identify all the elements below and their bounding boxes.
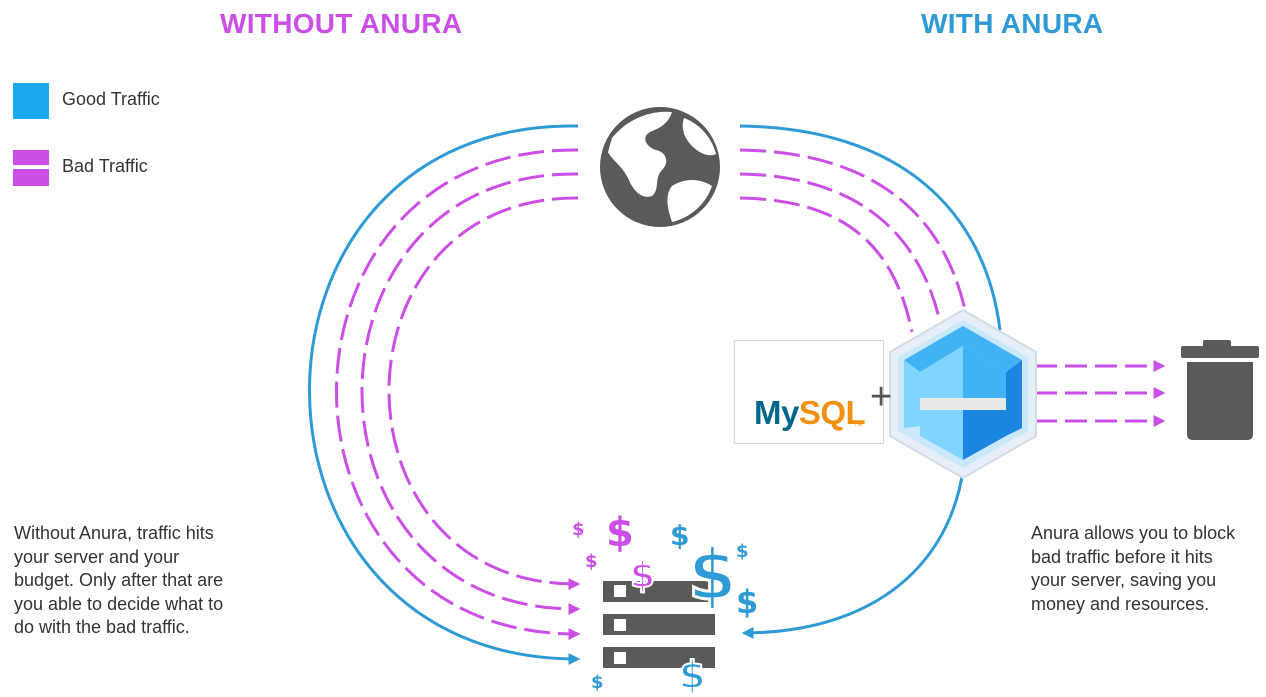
with-anura-heading: WITH ANURA — [921, 8, 1104, 39]
bad-traffic-arc-left-3 — [387, 196, 581, 591]
bad-traffic-arc-left-2 — [360, 172, 581, 616]
mysql-wordmark: MySQL — [754, 394, 866, 431]
legend-good-swatch — [13, 83, 49, 119]
bad-traffic-arc-right-1 — [739, 148, 970, 326]
without-anura-heading: WITHOUT ANURA — [220, 8, 463, 39]
dollar-icon: $ — [736, 541, 749, 562]
good-traffic-arc-right-bottom — [741, 469, 965, 639]
dollar-icon: $ — [572, 519, 585, 540]
dollar-icon: $ — [736, 583, 759, 621]
trash-icon — [1181, 340, 1259, 440]
anura-logo-icon — [889, 308, 1037, 480]
dollar-icon: $ — [585, 551, 598, 572]
bad-traffic-arc-right-3 — [739, 196, 914, 333]
with-anura-description: Anura allows you to block bad traffic be… — [1031, 523, 1236, 614]
bad-traffic-arc-right-2 — [739, 172, 942, 323]
good-traffic-arc-left — [308, 124, 581, 666]
bad-traffic-arc-left-1 — [335, 148, 581, 641]
mysql-trademark: TM — [854, 422, 863, 428]
good-traffic-arc-right-top — [739, 124, 1002, 331]
dollar-icon: $ — [670, 519, 690, 552]
server-icon — [603, 581, 715, 668]
legend-good-label: Good Traffic — [62, 89, 160, 109]
dollar-icon: $ — [687, 534, 739, 616]
plus-sign: + — [870, 376, 893, 418]
dollar-icon: $ — [629, 555, 656, 596]
dollar-icon: $ — [678, 653, 706, 697]
dollar-icon: $ — [591, 672, 604, 693]
mysql-logo: MySQL TM — [734, 340, 884, 444]
legend-bad-swatch — [13, 150, 49, 186]
dollar-icon: $ — [606, 510, 634, 556]
legend-bad-label: Bad Traffic — [62, 156, 148, 176]
globe-icon — [600, 107, 720, 227]
without-anura-description: Without Anura, traffic hits your server … — [14, 523, 224, 637]
